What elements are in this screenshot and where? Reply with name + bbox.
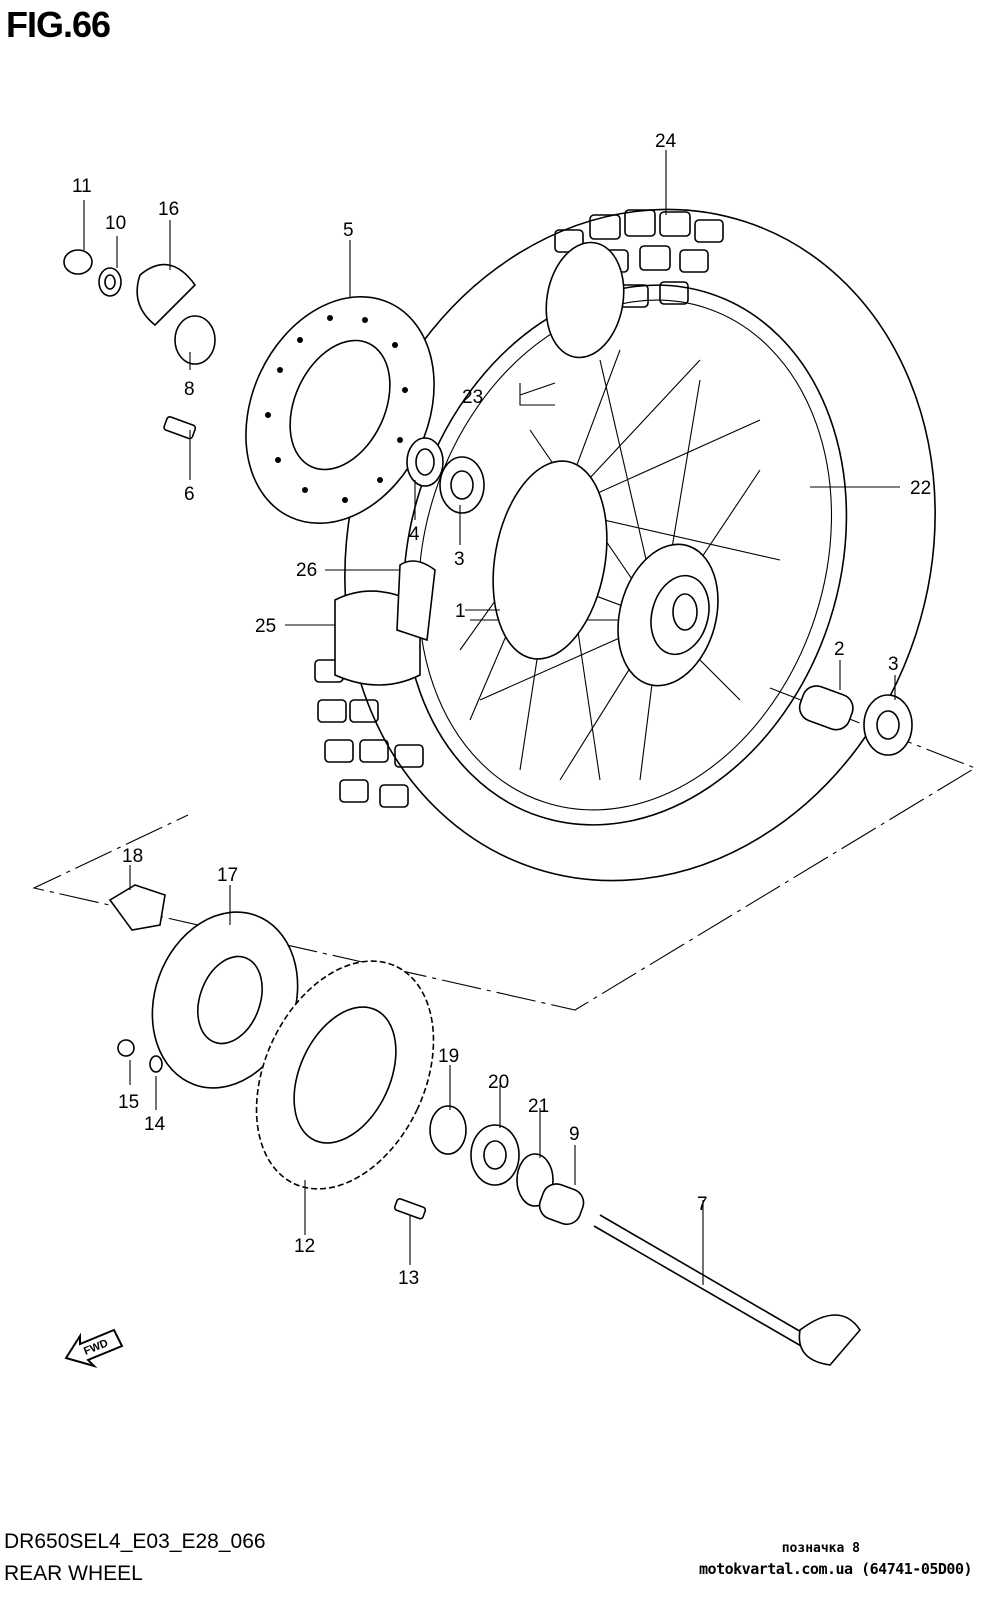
callout-20: 20 xyxy=(488,1072,509,1093)
figure-title: FIG.66 xyxy=(6,4,111,45)
callout-3-right: 3 xyxy=(888,654,899,675)
callout-10: 10 xyxy=(105,213,126,234)
bearing-upper xyxy=(406,437,485,514)
callout-12: 12 xyxy=(294,1236,315,1257)
callout-22: 22 xyxy=(910,478,931,499)
site-reference: motokvartal.com.ua (64741-05D00) xyxy=(699,1560,972,1578)
callout-9: 9 xyxy=(569,1124,580,1145)
callout-8: 8 xyxy=(184,379,195,400)
callout-23: 23 xyxy=(462,387,483,408)
callout-4: 4 xyxy=(409,524,420,545)
callout-24: 24 xyxy=(655,131,677,152)
rear-tire xyxy=(314,208,936,882)
callout-6: 6 xyxy=(184,484,195,505)
callout-18: 18 xyxy=(122,846,143,867)
axle-nut-group xyxy=(63,249,216,440)
rear-axle xyxy=(593,1214,862,1366)
callout-7: 7 xyxy=(697,1194,708,1215)
callout-21: 21 xyxy=(528,1096,549,1117)
cushion xyxy=(334,560,436,686)
callout-15: 15 xyxy=(118,1092,139,1113)
callout-16: 16 xyxy=(158,199,179,220)
fwd-arrow-icon: FWD xyxy=(64,1328,124,1369)
sprocket-bearings xyxy=(393,1105,585,1226)
callout-14: 14 xyxy=(144,1114,166,1135)
brake-disc xyxy=(245,295,435,525)
callout-25: 25 xyxy=(255,616,276,637)
callout-11: 11 xyxy=(72,176,92,197)
callout-13: 13 xyxy=(398,1268,419,1289)
callout-2: 2 xyxy=(834,639,845,660)
callout-19: 19 xyxy=(438,1046,459,1067)
diagram-code: DR650SEL4_E03_E28_066 xyxy=(4,1530,266,1553)
hub xyxy=(492,460,719,687)
mark-label: позначка 8 xyxy=(781,1541,860,1556)
leader-lines xyxy=(83,150,900,1285)
callout-26: 26 xyxy=(296,560,317,581)
diagram-name: REAR WHEEL xyxy=(4,1562,143,1585)
callout-3-upper: 3 xyxy=(454,549,465,570)
sprocket-hub xyxy=(108,884,299,1089)
callout-1: 1 xyxy=(455,601,466,622)
callout-17: 17 xyxy=(217,865,238,886)
callout-5: 5 xyxy=(343,220,354,241)
bearing-right xyxy=(798,685,913,756)
callout-labels: 1 2 3 3 4 5 6 7 8 9 10 11 12 13 14 15 16… xyxy=(72,131,931,1289)
rear-sprocket xyxy=(255,960,435,1190)
